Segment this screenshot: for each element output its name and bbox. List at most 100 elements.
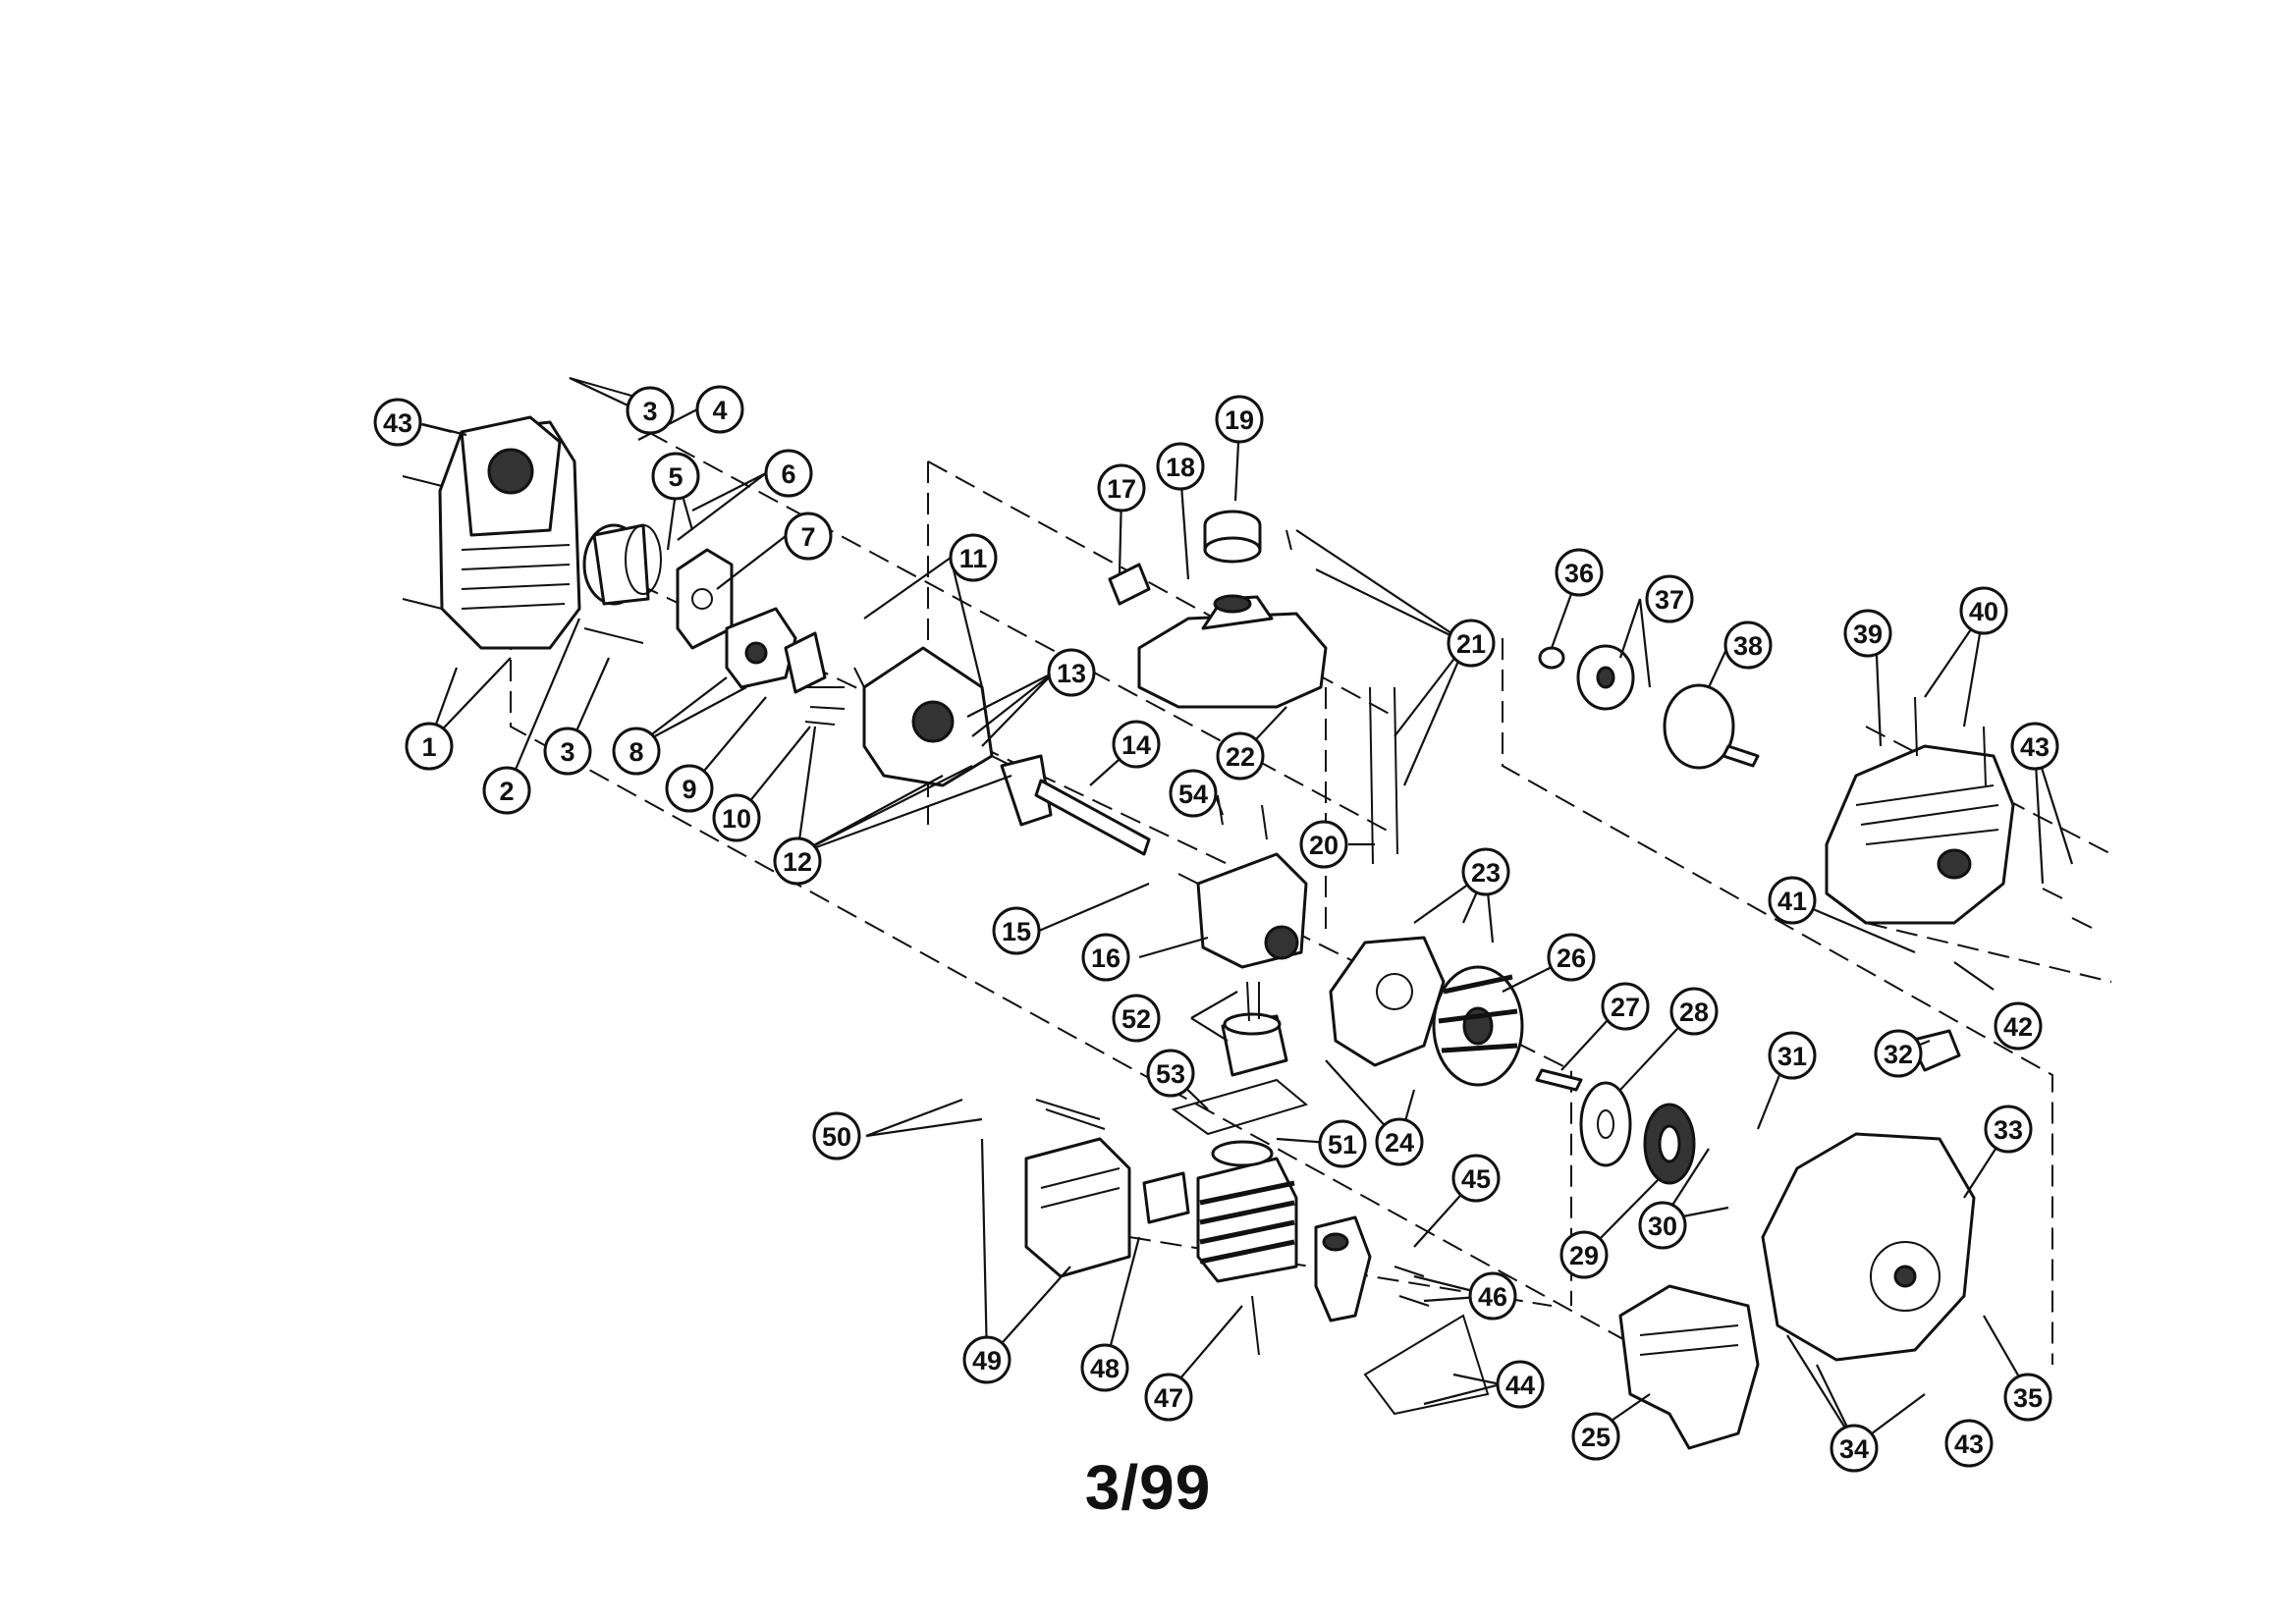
callout-34: 34 [1830, 1424, 1879, 1473]
callout-53: 53 [1146, 1049, 1195, 1098]
callout-38: 38 [1723, 620, 1773, 670]
callout-42: 42 [1994, 1001, 2043, 1051]
callout-11: 11 [949, 533, 998, 582]
callout-30: 30 [1638, 1201, 1687, 1250]
svg-text:45: 45 [1461, 1164, 1491, 1194]
callout-37: 37 [1645, 574, 1694, 623]
svg-text:3: 3 [560, 737, 574, 767]
callout-9: 9 [665, 764, 714, 813]
svg-text:43: 43 [2020, 732, 2050, 762]
starter-housing [1761, 1132, 1976, 1362]
callout-7: 7 [784, 512, 833, 561]
svg-text:39: 39 [1853, 620, 1883, 649]
engine-shroud-bottom [1618, 1284, 1760, 1450]
svg-text:49: 49 [972, 1346, 1002, 1375]
svg-text:26: 26 [1557, 944, 1586, 973]
callout-2: 2 [482, 766, 531, 815]
callout-16: 16 [1081, 933, 1130, 982]
callout-5: 5 [651, 452, 700, 501]
svg-text:20: 20 [1309, 831, 1339, 860]
muffler-gasket [1142, 1171, 1190, 1224]
callout-39: 39 [1843, 609, 1892, 658]
svg-text:46: 46 [1478, 1282, 1507, 1312]
svg-text:36: 36 [1564, 559, 1594, 588]
carburetor-gasket [784, 631, 827, 694]
callout-26: 26 [1547, 933, 1596, 982]
screw-hardware [402, 377, 2093, 1356]
svg-text:43: 43 [1954, 1429, 1984, 1459]
callout-50: 50 [812, 1111, 861, 1160]
callout-18: 18 [1156, 442, 1205, 491]
callout-51: 51 [1318, 1119, 1367, 1168]
callout-14: 14 [1112, 720, 1161, 769]
svg-text:28: 28 [1679, 998, 1709, 1027]
fuel-tank [1137, 594, 1328, 709]
callout-36: 36 [1555, 548, 1604, 597]
svg-text:44: 44 [1505, 1371, 1535, 1400]
callout-27: 27 [1601, 982, 1650, 1031]
starter-pulley [1579, 1081, 1632, 1167]
callout-43c: 43 [1944, 1419, 1994, 1468]
page-code-label: 3/99 [1084, 1452, 1212, 1523]
svg-text:21: 21 [1456, 629, 1486, 659]
tank-mount-bracket [1108, 563, 1151, 606]
callout-10: 10 [712, 793, 761, 842]
svg-text:19: 19 [1225, 405, 1254, 435]
svg-text:52: 52 [1121, 1004, 1151, 1034]
svg-text:15: 15 [1002, 917, 1031, 946]
svg-text:30: 30 [1648, 1212, 1677, 1241]
crankshaft [1000, 754, 1151, 856]
callout-43b: 43 [2010, 722, 2059, 771]
starter-pulley-plate [1329, 936, 1446, 1067]
callout-44: 44 [1496, 1360, 1545, 1409]
callout-35: 35 [2003, 1373, 2052, 1422]
cylinder [1196, 1140, 1298, 1283]
svg-text:11: 11 [959, 544, 988, 573]
ignition-module [1314, 1215, 1372, 1322]
svg-text:47: 47 [1154, 1383, 1183, 1413]
svg-text:6: 6 [781, 459, 795, 489]
svg-text:43: 43 [383, 408, 412, 438]
svg-text:53: 53 [1156, 1059, 1185, 1089]
svg-text:35: 35 [2013, 1383, 2043, 1413]
callout-6: 6 [764, 449, 813, 498]
callout-1: 1 [405, 722, 454, 771]
callout-20: 20 [1299, 820, 1348, 869]
clutch-drum-shaft [1535, 1068, 1583, 1092]
svg-text:1: 1 [421, 732, 436, 762]
svg-text:40: 40 [1969, 597, 1998, 626]
svg-text:24: 24 [1385, 1128, 1414, 1158]
svg-text:2: 2 [499, 777, 514, 806]
svg-text:29: 29 [1569, 1241, 1599, 1270]
svg-text:13: 13 [1057, 659, 1086, 688]
svg-text:38: 38 [1733, 631, 1763, 661]
callout-28: 28 [1669, 987, 1719, 1036]
clutch-assembly [1576, 644, 1635, 711]
air-filter-cover [438, 415, 581, 650]
svg-text:37: 37 [1655, 585, 1684, 615]
svg-text:7: 7 [800, 522, 815, 552]
cylinder-gasket [1171, 1078, 1309, 1136]
callout-43a: 43 [373, 398, 422, 447]
muffler [1024, 1137, 1131, 1278]
callout-3a: 3 [626, 386, 675, 435]
callout-4: 4 [695, 385, 744, 434]
callout-40: 40 [1959, 586, 2008, 635]
callout-41: 41 [1768, 876, 1817, 925]
fuel-cap [1203, 510, 1262, 564]
svg-text:12: 12 [783, 847, 812, 877]
recoil-spring [1643, 1103, 1696, 1185]
svg-text:17: 17 [1107, 474, 1136, 504]
clutch-washer [1538, 646, 1565, 670]
callout-47: 47 [1144, 1373, 1193, 1422]
svg-text:8: 8 [629, 737, 643, 767]
callout-46: 46 [1468, 1271, 1517, 1321]
callout-12: 12 [773, 836, 822, 886]
callout-31: 31 [1768, 1031, 1817, 1080]
callout-49: 49 [962, 1335, 1011, 1384]
svg-text:51: 51 [1328, 1130, 1357, 1160]
callout-54: 54 [1169, 769, 1218, 818]
callout-8: 8 [612, 727, 661, 776]
callout-48: 48 [1080, 1343, 1129, 1392]
